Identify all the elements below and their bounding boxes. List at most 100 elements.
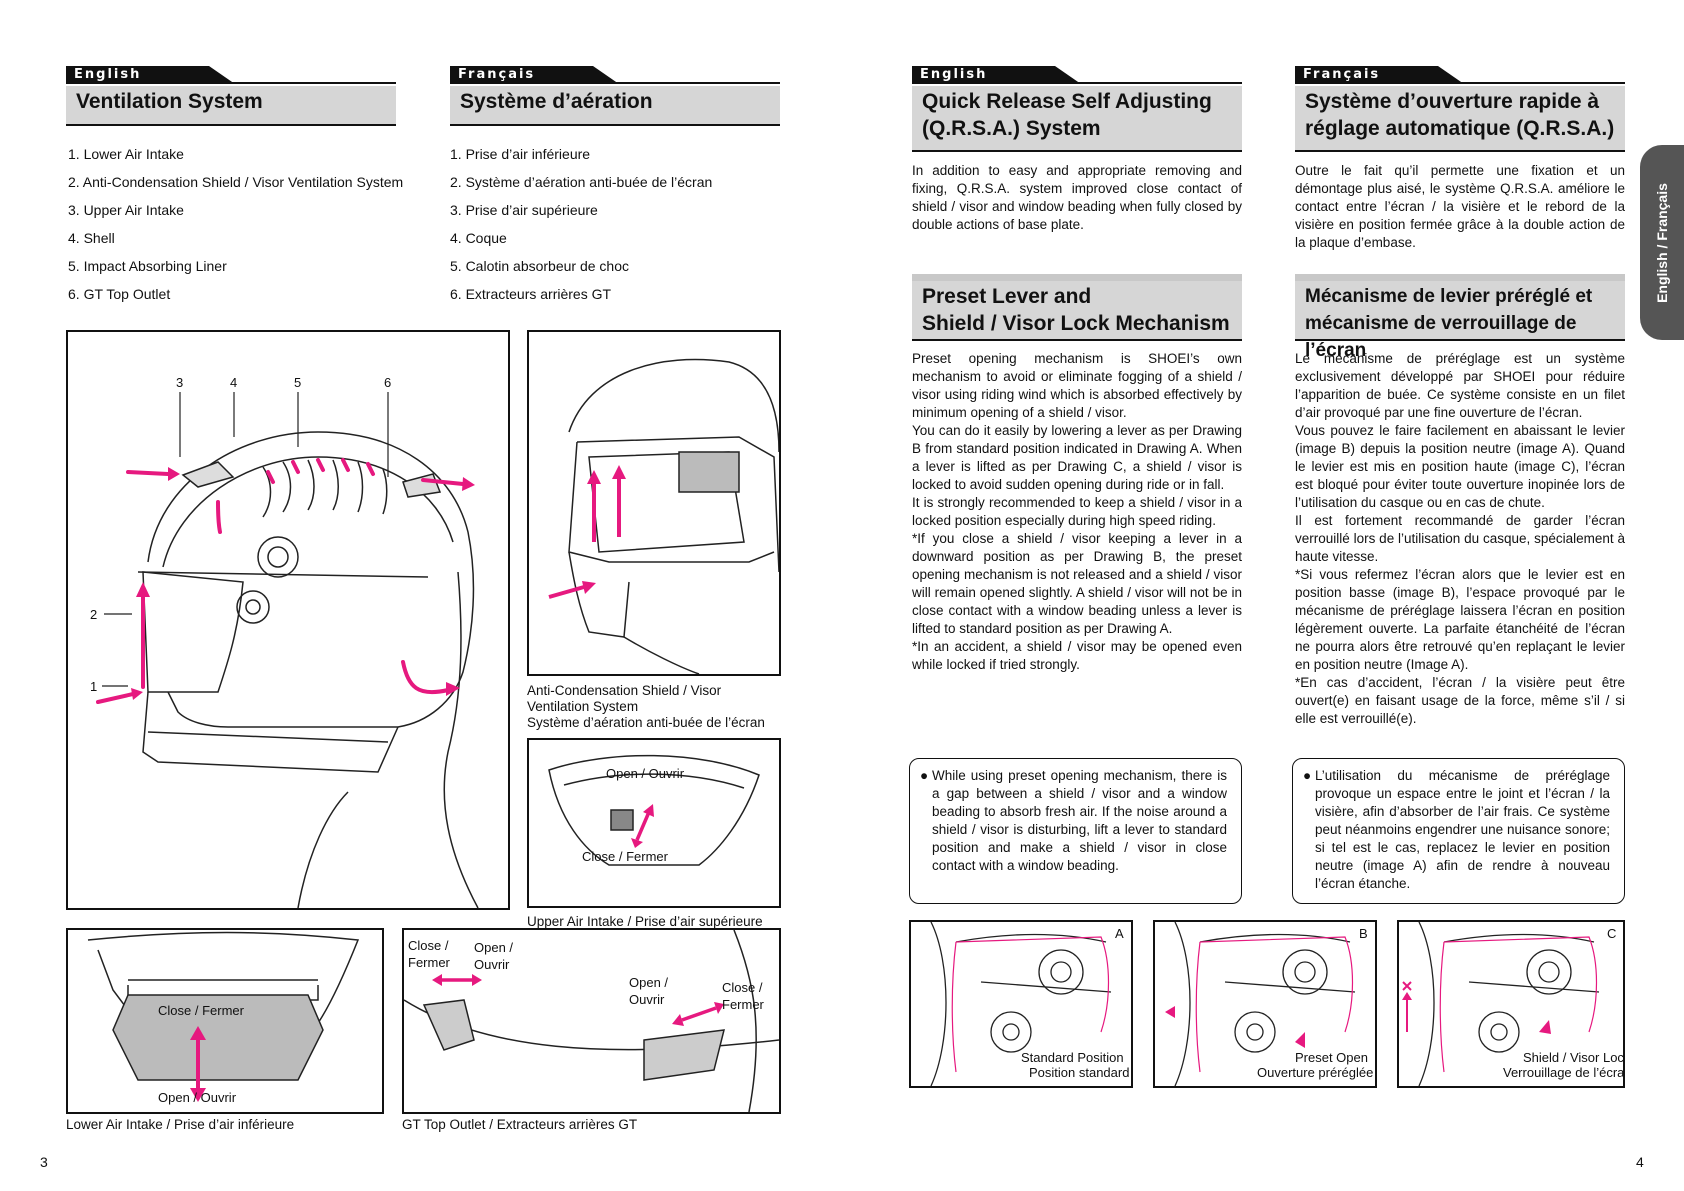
drawing-a: A Standard Position Position standard xyxy=(909,920,1133,1088)
list-item: 5. Impact Absorbing Liner xyxy=(68,258,227,274)
callout-4: 4 xyxy=(230,375,237,390)
caption-line: Anti-Condensation Shield / Visor xyxy=(527,683,722,698)
divider xyxy=(912,82,1242,84)
parts-list-fr: 1. Prise d’air inférieure 2. Système d’a… xyxy=(450,140,712,308)
lang-label: Français xyxy=(450,66,619,84)
drawing-label: Shield / Visor Lock xyxy=(1523,1050,1623,1065)
page-number-left: 3 xyxy=(40,1154,48,1170)
list-item: 6. Extracteurs arrières GT xyxy=(450,286,612,302)
french-lang-tab: Français xyxy=(1295,66,1625,84)
list-item: 4. Shell xyxy=(68,230,115,246)
helmet-illustration: 3 4 5 6 2 1 xyxy=(90,375,479,908)
paragraph: *En cas d’accident, l’écran / la visière… xyxy=(1295,675,1625,726)
lever-drawing-c: C Shield / Visor Lock Verrouillage de l’… xyxy=(1402,922,1623,1086)
close-label: Close / xyxy=(722,980,763,995)
english-lang-tab: English xyxy=(912,66,1242,84)
lang-label: English xyxy=(912,66,1081,84)
gt-top-outlet-diagram: Close / Fermer Open / Ouvrir Open / Ouvr… xyxy=(402,928,781,1114)
open-label: Ouvrir xyxy=(629,992,665,1007)
helmet-ventilation-diagram: 3 4 5 6 2 1 xyxy=(66,330,510,910)
paragraph: Vous pouvez le faire facilement en abais… xyxy=(1295,423,1625,510)
lower-intake-caption: Lower Air Intake / Prise d’air inférieur… xyxy=(66,1117,295,1132)
section-title-qrsa-fr: Système d’ouverture rapide à réglage aut… xyxy=(1295,86,1625,152)
title-line: mécanisme de verrouillage de l’écran xyxy=(1305,313,1577,361)
anti-fog-diagram xyxy=(527,330,781,676)
callout-3: 3 xyxy=(176,375,183,390)
lower-intake-illustration: Close / Fermer Open / Ouvrir xyxy=(87,931,360,1105)
list-item: 6. GT Top Outlet xyxy=(68,286,171,302)
paragraph: It is strongly recommended to keep a shi… xyxy=(912,495,1242,528)
drawing-label: Verrouillage de l’écran xyxy=(1503,1065,1623,1080)
paragraph: Il est fortement recommandé de garder l’… xyxy=(1295,513,1625,564)
note-box-en: ● While using preset opening mechanism, … xyxy=(909,758,1242,904)
open-label: Open / Ouvrir xyxy=(606,766,685,781)
upper-intake-illustration: Open / Ouvrir Close / Fermer xyxy=(548,754,760,866)
lang-label: English xyxy=(66,66,235,84)
divider xyxy=(450,82,780,84)
drawing-letter: B xyxy=(1359,926,1368,941)
divider xyxy=(1295,82,1625,84)
divider xyxy=(1295,274,1625,281)
paragraph: *Si vous refermez l’écran alors que le l… xyxy=(1295,567,1625,672)
bullet-icon: ● xyxy=(1303,768,1312,783)
note-box-fr: ● L’utilisation du mécanisme de prérégla… xyxy=(1292,758,1625,904)
anti-fog-illustration xyxy=(548,358,779,674)
section-title-preset-lever: Preset Lever and Shield / Visor Lock Mec… xyxy=(912,281,1242,341)
drawing-label: Position standard xyxy=(1029,1065,1129,1080)
parts-list-en: 1. Lower Air Intake 2. Anti-Condensation… xyxy=(68,140,403,308)
callout-5: 5 xyxy=(294,375,301,390)
preset-text-fr: Le mécanisme de préréglage est un systèm… xyxy=(1295,350,1625,728)
french-lang-tab: Français xyxy=(450,66,780,84)
list-item: 3. Prise d’air supérieure xyxy=(450,202,598,218)
drawing-b: B Preset Open Ouverture préréglée xyxy=(1153,920,1377,1088)
page-number-right: 4 xyxy=(1636,1154,1644,1170)
title-line: réglage automatique (Q.R.S.A.) xyxy=(1305,117,1615,140)
side-tab-label: English / Français xyxy=(1654,182,1670,303)
divider xyxy=(66,82,396,84)
section-title-preset-lever-fr: Mécanisme de levier préréglé et mécanism… xyxy=(1295,281,1625,361)
lang-label: Français xyxy=(1295,66,1464,84)
paragraph: You can do it easily by lowering a lever… xyxy=(912,423,1242,492)
drawing-letter: C xyxy=(1607,926,1616,941)
drawing-label: Ouverture préréglée xyxy=(1257,1065,1373,1080)
drawing-label: Preset Open xyxy=(1295,1050,1368,1065)
section-title-ventilation: Ventilation System xyxy=(66,86,396,126)
list-item: 2. Anti-Condensation Shield / Visor Vent… xyxy=(68,174,404,190)
gt-outlet-illustration: Close / Fermer Open / Ouvrir Open / Ouvr… xyxy=(404,930,779,1112)
paragraph: Preset opening mechanism is SHOEI’s own … xyxy=(912,351,1242,420)
title-line: (Q.R.S.A.) System xyxy=(922,117,1101,140)
drawing-c: C Shield / Visor Lock Verrouillage de l’… xyxy=(1397,920,1625,1088)
lower-air-intake-diagram: Close / Fermer Open / Ouvrir xyxy=(66,928,384,1114)
close-label: Close / Fermer xyxy=(582,849,669,864)
list-item: 1. Prise d’air inférieure xyxy=(450,146,591,162)
list-item: 1. Lower Air Intake xyxy=(68,146,184,162)
bullet-icon: ● xyxy=(920,768,929,783)
preset-text-en: Preset opening mechanism is SHOEI’s own … xyxy=(912,350,1242,674)
title-line: Shield / Visor Lock Mechanism xyxy=(922,312,1230,335)
paragraph: *If you close a shield / visor keeping a… xyxy=(912,531,1242,636)
divider xyxy=(912,274,1242,281)
list-item: 4. Coque xyxy=(450,230,507,246)
close-label: Fermer xyxy=(408,955,451,970)
callout-1: 1 xyxy=(90,679,97,694)
upper-air-intake-diagram: Open / Ouvrir Close / Fermer xyxy=(527,738,781,908)
section-title-aeration: Système d’aération xyxy=(450,86,780,126)
english-lang-tab: English xyxy=(66,66,396,84)
gt-outlet-caption: GT Top Outlet / Extracteurs arrières GT xyxy=(402,1117,638,1132)
title-line: Système d’ouverture rapide à xyxy=(1305,90,1600,113)
paragraph: Le mécanisme de préréglage est un systèm… xyxy=(1295,351,1625,420)
lever-drawing-a: A Standard Position Position standard xyxy=(930,922,1129,1086)
callout-6: 6 xyxy=(384,375,391,390)
close-label: Fermer xyxy=(722,997,765,1012)
list-item: 5. Calotin absorbeur de choc xyxy=(450,258,629,274)
note-text: While using preset opening mechanism, th… xyxy=(932,768,1227,873)
drawing-letter: A xyxy=(1115,926,1124,941)
qrsa-text-fr: Outre le fait qu’il permette une fixatio… xyxy=(1295,163,1625,250)
open-label: Ouvrir xyxy=(474,957,510,972)
upper-intake-caption: Upper Air Intake / Prise d’air supérieur… xyxy=(527,914,763,929)
anti-fog-caption: Anti-Condensation Shield / Visor Ventila… xyxy=(527,683,765,731)
qrsa-text-en: In addition to easy and appropriate remo… xyxy=(912,163,1242,232)
title-line: Mécanisme de levier préréglé et xyxy=(1305,286,1593,307)
close-label: Close / Fermer xyxy=(158,1003,245,1018)
note-text: L’utilisation du mécanisme de préréglage… xyxy=(1315,768,1610,891)
